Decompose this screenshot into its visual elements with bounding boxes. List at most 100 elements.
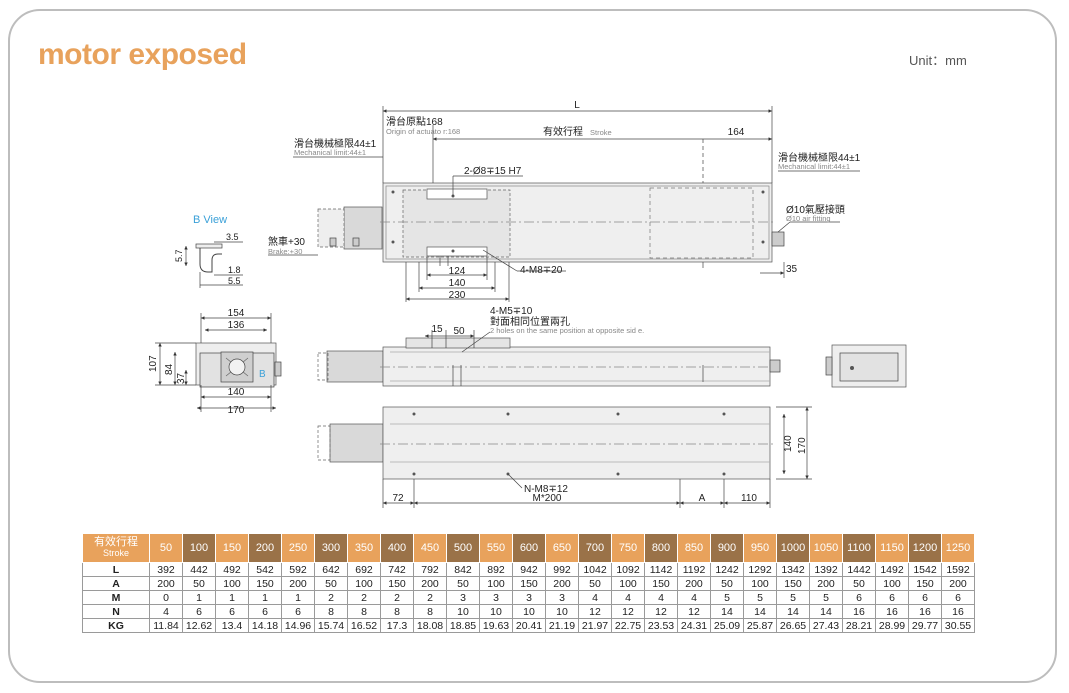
table-cell: 22.75 — [611, 618, 645, 633]
bview-dim-1-8: 1.8 — [228, 265, 241, 275]
table-cell: 1 — [248, 590, 282, 605]
table-cell: 8 — [380, 604, 414, 619]
bview-dim-3-5: 3.5 — [226, 232, 239, 242]
stroke-header-value: 250 — [281, 533, 315, 563]
table-cell: 26.65 — [776, 618, 810, 633]
air-fitting-en: Ø10 air fitting — [786, 214, 831, 223]
mech-limit-right-cn: 滑台機械極限44±1 — [778, 151, 861, 164]
table-cell: 4 — [611, 590, 645, 605]
stroke-header-value: 1000 — [776, 533, 810, 563]
table-cell: 30.55 — [941, 618, 975, 633]
dim-124: 124 — [449, 266, 466, 277]
right-end-view — [825, 344, 907, 388]
table-cell: 10 — [479, 604, 513, 619]
table-cell: 50 — [314, 576, 348, 591]
table-cell: 1 — [281, 590, 315, 605]
m5-label: 4-M5∓10 — [490, 306, 533, 317]
stroke-header-value: 350 — [347, 533, 381, 563]
stroke-header-value: 750 — [611, 533, 645, 563]
table-cell: 100 — [479, 576, 513, 591]
page-title: motor exposed — [38, 38, 247, 71]
stroke-header-value: 50 — [149, 533, 183, 563]
table-cell: 10 — [512, 604, 546, 619]
table-cell: 28.99 — [875, 618, 909, 633]
dim-A: A — [699, 493, 706, 504]
table-cell: 6 — [281, 604, 315, 619]
table-cell: 14 — [776, 604, 810, 619]
origin-label-en: Origin of actuato r:168 — [386, 127, 460, 136]
table-cell: 150 — [908, 576, 942, 591]
table-cell: 742 — [380, 562, 414, 577]
table-cell: 20.41 — [512, 618, 546, 633]
table-cell: 1342 — [776, 562, 810, 577]
table-cell: 1042 — [578, 562, 612, 577]
pin-hole-label: 2-Ø8∓15 H7 — [464, 166, 522, 177]
table-cell: 1 — [215, 590, 249, 605]
m8-label: 4-M8∓20 — [520, 265, 563, 276]
dim-50: 50 — [453, 326, 465, 337]
table-cell: 2 — [314, 590, 348, 605]
table-cell: 29.77 — [908, 618, 942, 633]
stroke-header-value: 150 — [215, 533, 249, 563]
table-cell: 50 — [842, 576, 876, 591]
row-label: A — [82, 576, 150, 591]
table-cell: 18.08 — [413, 618, 447, 633]
table-cell: 16 — [842, 604, 876, 619]
table-cell: 100 — [347, 576, 381, 591]
table-cell: 792 — [413, 562, 447, 577]
bottom-view — [317, 406, 812, 508]
table-cell: 14.18 — [248, 618, 282, 633]
table-cell: 100 — [611, 576, 645, 591]
dim-84: 84 — [164, 363, 175, 375]
table-cell: 200 — [941, 576, 975, 591]
table-cell: 150 — [644, 576, 678, 591]
row-label: N — [82, 604, 150, 619]
table-cell: 15.74 — [314, 618, 348, 633]
table-cell: 6 — [875, 590, 909, 605]
brake-cn: 煞車+30 — [268, 235, 305, 248]
table-cell: 16 — [941, 604, 975, 619]
table-cell: 21.19 — [545, 618, 579, 633]
table-cell: 12 — [611, 604, 645, 619]
end-view — [155, 313, 282, 412]
table-cell: 10 — [545, 604, 579, 619]
dim-140-top: 140 — [449, 278, 466, 289]
table-cell: 892 — [479, 562, 513, 577]
stroke-label-cn: 有效行程 — [543, 125, 583, 138]
table-cell: 3 — [479, 590, 513, 605]
technical-drawing: L 滑台原點168 Origin of actuato r:168 有效行程 S… — [148, 100, 907, 508]
m5-en: 2 holes on the same position at opposite… — [490, 326, 644, 335]
table-cell: 12 — [677, 604, 711, 619]
m5-cn: 對面相同位置兩孔 — [490, 315, 570, 328]
table-cell: 1192 — [677, 562, 711, 577]
top-view — [268, 106, 860, 302]
dim-170-bottom: 170 — [797, 437, 808, 454]
table-cell: 18.85 — [446, 618, 480, 633]
row-label: L — [82, 562, 150, 577]
table-cell: 21.97 — [578, 618, 612, 633]
bview-dim-5-7: 5.7 — [174, 249, 184, 262]
table-cell: 492 — [215, 562, 249, 577]
table-cell: 6 — [842, 590, 876, 605]
dim-136: 136 — [228, 320, 245, 331]
table-cell: 28.21 — [842, 618, 876, 633]
table-cell: 11.84 — [149, 618, 183, 633]
table-cell: 1292 — [743, 562, 777, 577]
table-cell: 17.3 — [380, 618, 414, 633]
stroke-header-value: 500 — [446, 533, 480, 563]
origin-label-cn: 滑台原點168 — [386, 115, 443, 128]
table-cell: 150 — [512, 576, 546, 591]
stroke-header-value: 950 — [743, 533, 777, 563]
dim-140-end: 140 — [228, 387, 245, 398]
table-cell: 14.96 — [281, 618, 315, 633]
dim-35: 35 — [786, 264, 798, 275]
dim-154: 154 — [228, 308, 245, 319]
dim-170-end: 170 — [228, 405, 245, 416]
stroke-header-value: 100 — [182, 533, 216, 563]
table-cell: 16 — [908, 604, 942, 619]
